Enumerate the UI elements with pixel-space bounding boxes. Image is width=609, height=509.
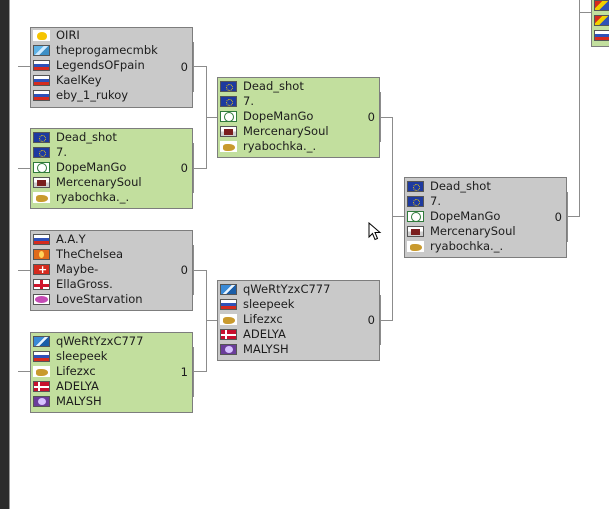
player-name: eby_1_rukoy	[56, 88, 129, 102]
player-name: A.A.Y	[56, 232, 86, 246]
match-score: 0	[554, 209, 562, 224]
flag-icon	[594, 15, 609, 26]
player-name: qWeRtYzxC777	[56, 334, 144, 348]
green-emblem-icon	[407, 211, 424, 222]
player-name: DopeManGo	[56, 160, 127, 174]
match-score: 0	[180, 262, 188, 277]
russia-flag-icon	[33, 75, 50, 86]
player-name: MALYSH	[56, 394, 102, 408]
player-name: ADELYA	[56, 379, 99, 393]
match-score: 0	[367, 109, 375, 124]
match-box-round3-1[interactable]: Dead_shot 7. DopeManGo MercenarySoul rya…	[404, 177, 567, 258]
player-name: MercenarySoul	[430, 224, 516, 238]
orange-flag-icon	[33, 249, 50, 260]
player-name: ryabochka._.	[243, 139, 317, 153]
russia-flag-icon	[594, 30, 609, 41]
match-box-round2-2[interactable]: qWeRtYzxC777 sleepeek Lifezxc ADELYA MAL…	[217, 280, 380, 361]
match-box-round1-2[interactable]: Dead_shot 7. DopeManGo MercenarySoul rya…	[30, 128, 193, 209]
bank-flag-icon	[220, 126, 237, 137]
eu-flag-icon	[220, 81, 237, 92]
eu-flag-icon	[407, 196, 424, 207]
player-name: DopeManGo	[430, 209, 501, 223]
russia-flag-icon	[33, 90, 50, 101]
purple-flag-icon	[220, 344, 237, 355]
russia-flag-icon	[220, 299, 237, 310]
bank-flag-icon	[33, 177, 50, 188]
player-name: Lifezxc	[243, 312, 283, 326]
player-name: 7.	[56, 145, 67, 159]
purple-flag-icon	[33, 396, 50, 407]
player-name: LoveStarvation	[56, 292, 143, 306]
mouse-cursor-icon	[368, 222, 382, 241]
player-name: KaelKey	[56, 73, 102, 87]
denmark-flag-icon	[220, 329, 237, 340]
eu-flag-icon	[33, 147, 50, 158]
match-score: 0	[367, 312, 375, 327]
player-name: LegendsOFpain	[56, 58, 145, 72]
eu-flag-icon	[220, 96, 237, 107]
russia-flag-icon	[33, 60, 50, 71]
player-name: OIRI	[56, 28, 80, 42]
england-flag-icon	[33, 279, 50, 290]
player-name: TheChelsea	[56, 247, 124, 261]
player-name: theprogamecmbk	[56, 43, 158, 57]
player-name: ryabochka._.	[430, 239, 504, 253]
match-score: 0	[180, 160, 188, 175]
match-box-round1-1[interactable]: OIRI theprogamecmbk LegendsOFpain KaelKe…	[30, 27, 193, 108]
swirl-flag-icon	[220, 284, 237, 295]
match-box-next-round-partial[interactable]	[591, 0, 609, 47]
eu-flag-icon	[33, 132, 50, 143]
player-name: MercenarySoul	[56, 175, 142, 189]
match-box-round1-3[interactable]: A.A.Y TheChelsea Maybe- EllaGross. LoveS…	[30, 230, 193, 311]
hand-flag-icon	[33, 366, 50, 377]
swirl-flag-icon	[33, 45, 50, 56]
swiss-flag-icon	[33, 264, 50, 275]
hand-flag-icon	[220, 141, 237, 152]
player-name: EllaGross.	[56, 277, 113, 291]
player-name: sleepeek	[243, 297, 295, 311]
player-name: Maybe-	[56, 262, 99, 276]
match-score: 1	[180, 364, 188, 379]
flag-icon	[594, 0, 609, 11]
player-name: MALYSH	[243, 342, 289, 356]
player-name: Dead_shot	[243, 79, 304, 93]
match-score: 0	[180, 59, 188, 74]
player-name: Dead_shot	[430, 179, 491, 193]
eu-flag-icon	[407, 181, 424, 192]
window-left-strip	[0, 0, 9, 509]
hand-flag-icon	[220, 314, 237, 325]
player-name: ryabochka._.	[56, 190, 130, 204]
match-box-round2-1[interactable]: Dead_shot 7. DopeManGo MercenarySoul rya…	[217, 77, 380, 158]
player-name: ADELYA	[243, 327, 286, 341]
bank-flag-icon	[407, 226, 424, 237]
player-name: Dead_shot	[56, 130, 117, 144]
player-name: 7.	[430, 194, 441, 208]
player-name: DopeManGo	[243, 109, 314, 123]
green-emblem-icon	[33, 162, 50, 173]
window-left-border	[9, 0, 10, 509]
hand-flag-icon	[407, 241, 424, 252]
hand-flag-icon	[33, 192, 50, 203]
player-name: sleepeek	[56, 349, 108, 363]
player-name: Lifezxc	[56, 364, 96, 378]
player-name: MercenarySoul	[243, 124, 329, 138]
duck-icon	[33, 30, 50, 41]
denmark-flag-icon	[33, 381, 50, 392]
player-name: 7.	[243, 94, 254, 108]
russia-flag-icon	[33, 351, 50, 362]
russia-flag-icon	[33, 234, 50, 245]
match-box-round1-4[interactable]: qWeRtYzxC777 sleepeek Lifezxc ADELYA MAL…	[30, 332, 193, 413]
player-name: qWeRtYzxC777	[243, 282, 331, 296]
green-emblem-icon	[220, 111, 237, 122]
swirl-flag-icon	[33, 336, 50, 347]
heart-flag-icon	[33, 294, 50, 305]
